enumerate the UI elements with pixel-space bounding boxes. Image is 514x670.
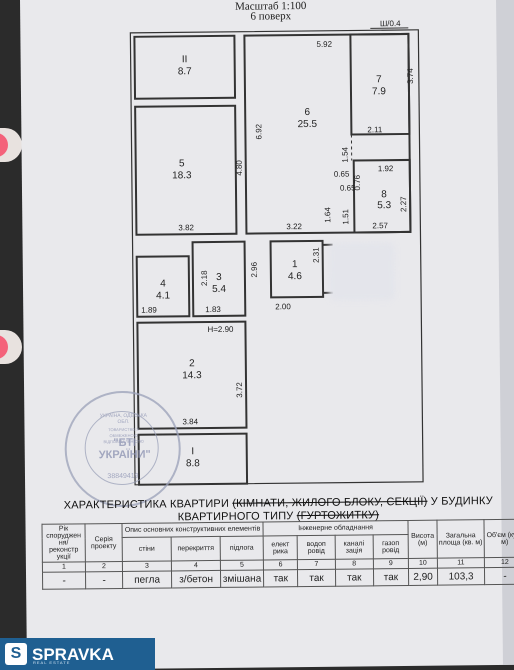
dimension-label: 2.27 — [399, 196, 408, 212]
room-area: 18.3 — [172, 170, 192, 181]
dimension-label: 2.11 — [367, 125, 383, 134]
room-area: 8.7 — [178, 66, 192, 77]
dimension-label: 0.65 — [340, 183, 356, 192]
col-sewer-header: каналі зація — [334, 534, 374, 560]
room-number: ІІ — [182, 54, 188, 65]
section-mark: Ш/0.4 — [380, 19, 401, 28]
dimension-label: 1.89 — [141, 306, 157, 315]
col-floors-header: перекриття — [171, 536, 221, 561]
room-number: 1 — [292, 259, 298, 270]
col-series-header: Серія проекту — [84, 523, 123, 562]
dimension-label: 6.92 — [254, 123, 263, 139]
floor-plan: ІІ 8.7 5 18.3 6 25.5 7 7.9 8 5.3 1 4.6 3… — [120, 14, 445, 487]
room-area: 5.3 — [377, 200, 391, 211]
dimension-label: 0.65 — [334, 170, 350, 179]
bti-stamp: УКРАЇНА, ОДЕСЬКА ОБЛ. ТОВАРИСТВО З ОБМЕЖ… — [64, 390, 182, 508]
dimension-label: 5.92 — [316, 40, 332, 49]
dimension-label: 1.92 — [378, 164, 394, 173]
room-number: 4 — [160, 278, 166, 289]
dimension-label: 2.96 — [250, 261, 259, 277]
redaction-blur — [328, 242, 396, 301]
dimension-label: 3.74 — [406, 68, 415, 84]
room-area: 25.5 — [298, 119, 318, 130]
document-page: Масштаб 1:100 6 поверх — [20, 0, 514, 670]
dimension-label: 3.72 — [235, 382, 244, 398]
characteristics-table: Рік споруджен ня/ реконстр укції Серія п… — [41, 519, 514, 590]
col-construction-header: Опис основних конструктивних елементів — [121, 521, 264, 538]
room-area: 4.1 — [156, 290, 170, 301]
room-number: 5 — [179, 158, 185, 169]
col-volume-header: Об'єм (куб. м) — [483, 519, 514, 558]
dimension-label: 1.51 — [341, 208, 350, 224]
logo-name: SPRAVKA — [32, 644, 114, 664]
dimension-label: 3.22 — [286, 222, 302, 231]
stamp-name: "БТІ УКРАЇНИ" — [98, 436, 151, 462]
finger — [0, 330, 22, 364]
col-engineering-header: Інженерне обладнання — [262, 520, 409, 537]
col-year-header: Рік споруджен ня/ реконстр укції — [41, 523, 86, 563]
dimension-label: 2.31 — [312, 247, 321, 263]
col-walls-header: стіни — [122, 537, 172, 562]
dimension-label: 3.82 — [178, 223, 194, 232]
col-gas-header: газоп ровід — [372, 534, 409, 559]
ceiling-height: H=2.90 — [207, 325, 234, 334]
room-area: 5.4 — [212, 284, 226, 295]
dimension-label: 4.80 — [235, 160, 244, 176]
spravka-logo: S SPRAVKA REAL ESTATE — [0, 638, 155, 670]
room-number: І — [191, 446, 194, 457]
col-height-header: Висота (м) — [407, 520, 438, 559]
dimension-label: 2.00 — [275, 302, 291, 311]
room-area: 8.8 — [186, 458, 200, 469]
room-number: 7 — [376, 74, 382, 85]
col-area-header: Загальна площа (кв. м) — [436, 519, 485, 559]
dimension-label: 1.83 — [205, 305, 221, 314]
dimension-label: 3.84 — [182, 417, 198, 426]
col-flooring-header: підлога — [220, 536, 264, 561]
room-area: 7.9 — [372, 86, 386, 97]
logo-letter: S — [5, 643, 27, 665]
finger — [0, 128, 22, 162]
floor-plan-svg: ІІ 8.7 5 18.3 6 25.5 7 7.9 8 5.3 1 4.6 3… — [129, 19, 424, 486]
room-number: 8 — [381, 189, 387, 200]
room-number: 2 — [189, 358, 195, 369]
room-number: 6 — [304, 107, 310, 118]
dimension-label: 1.64 — [323, 207, 332, 223]
logo-subtitle: REAL ESTATE — [33, 660, 71, 665]
dimension-label: 0.76 — [353, 174, 362, 190]
room-area: 4.6 — [288, 271, 302, 282]
dimension-label: 2.57 — [372, 221, 388, 230]
col-water-header: водоп ровід — [297, 535, 336, 560]
room-area: 14.3 — [182, 370, 202, 381]
col-electric-header: елект рика — [263, 535, 298, 560]
dimension-label: 1.54 — [341, 146, 350, 162]
dimension-label: 2.18 — [200, 270, 209, 286]
room-number: 3 — [216, 272, 222, 283]
stamp-code: 38849419 — [107, 472, 139, 481]
